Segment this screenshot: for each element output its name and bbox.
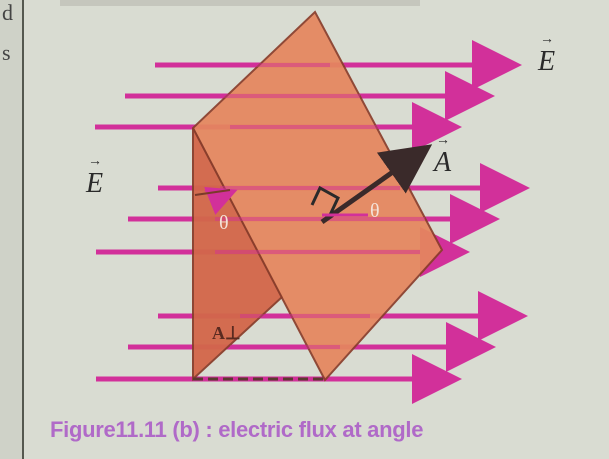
- margin-letter-d: d: [2, 0, 13, 25]
- cropped-header-strip: [60, 0, 420, 6]
- area-vector-arrow: [320, 144, 433, 225]
- figure-caption: Figure11.11 (b) : electric flux at angle: [50, 417, 424, 442]
- normal-left: [194, 189, 231, 196]
- field-label-left: →E: [86, 154, 104, 199]
- right-angle-mark: [310, 185, 340, 216]
- field-label-right: →E: [538, 32, 556, 77]
- theta-right-label: θ: [370, 200, 380, 222]
- page-margin: [0, 0, 24, 459]
- angle-arc-left: [204, 186, 238, 215]
- area-vector-label: →A: [434, 133, 452, 178]
- margin-letter-s: s: [2, 40, 11, 65]
- theta-left-label: θ: [219, 212, 229, 234]
- area-perp-label: A⊥: [212, 323, 241, 343]
